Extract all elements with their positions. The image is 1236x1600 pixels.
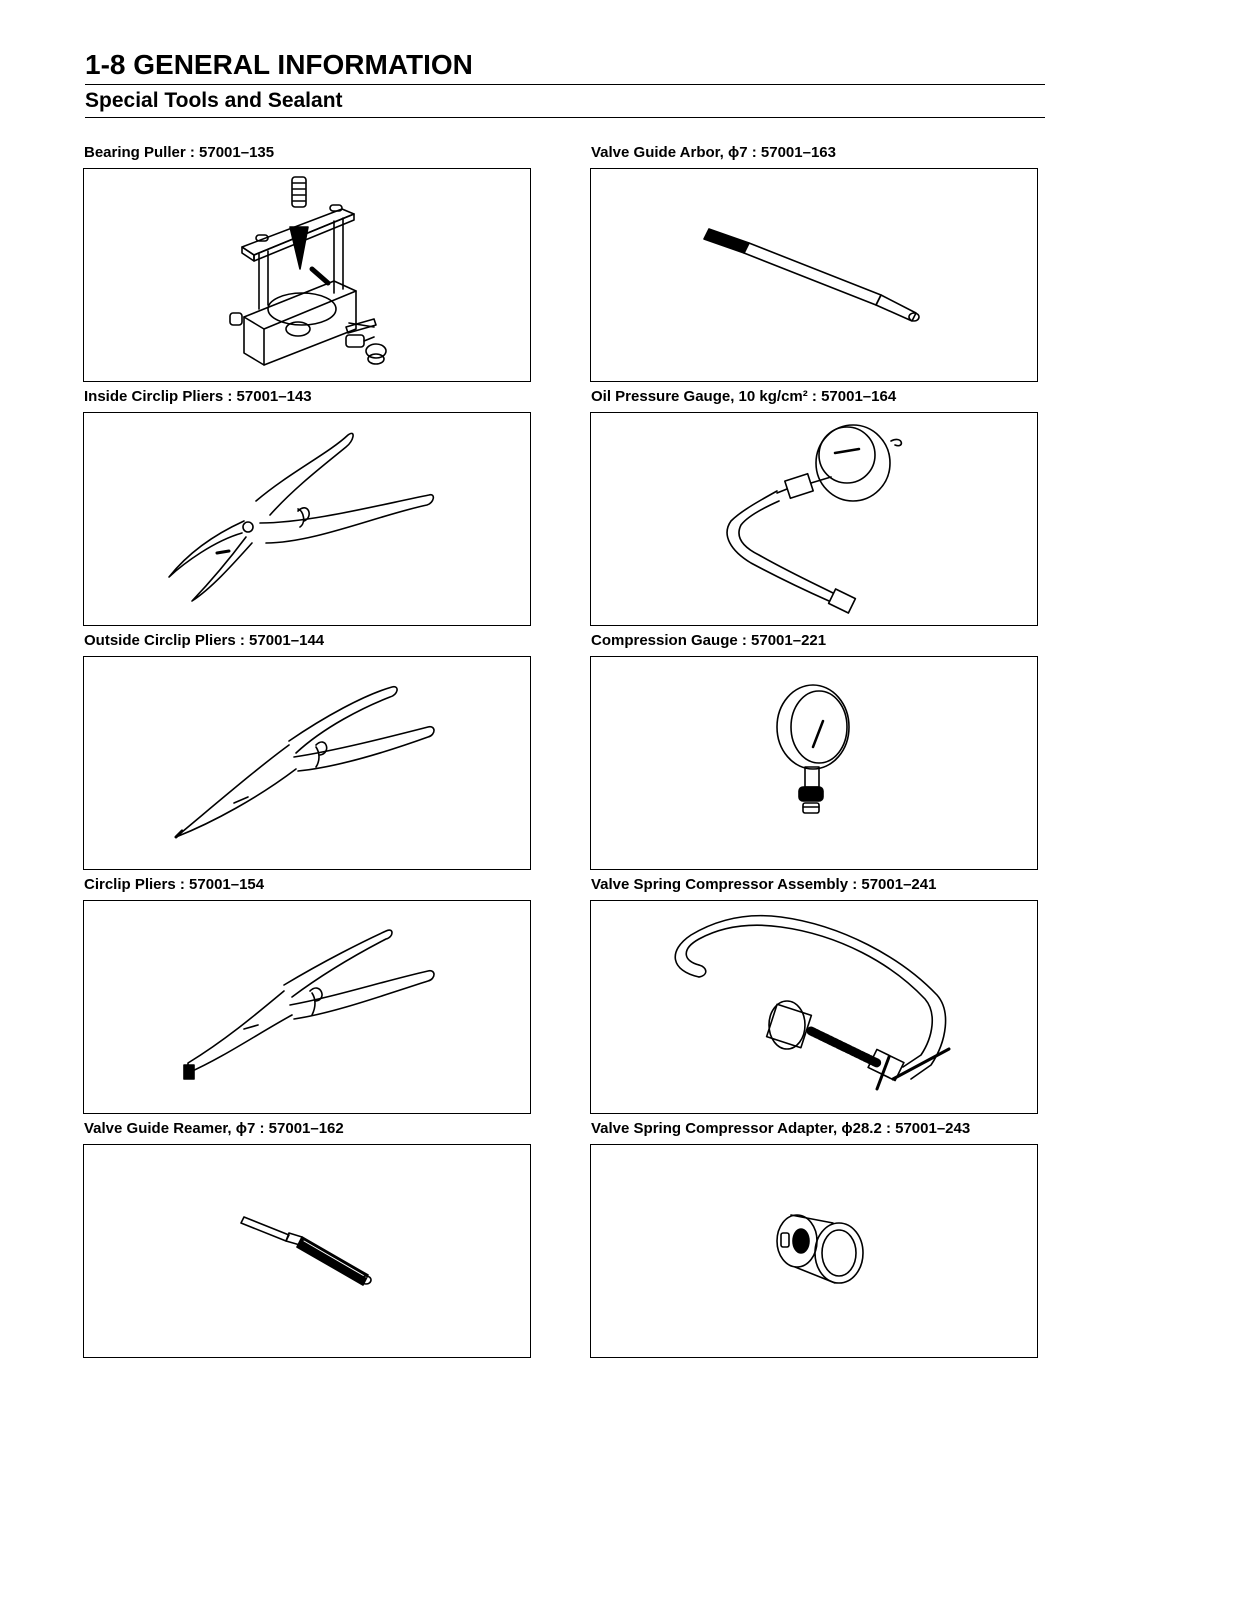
bearing-puller-icon [84, 169, 530, 381]
valve-guide-arbor-icon [591, 169, 1037, 381]
header-rule [85, 84, 1045, 85]
tool-illustration-frame [83, 168, 531, 382]
section-title: Special Tools and Sealant [85, 89, 343, 112]
tool-label: Oil Pressure Gauge, 10 kg/cm² : 57001–16… [591, 388, 897, 405]
tool-label: Valve Guide Reamer, ϕ7 : 57001–162 [84, 1120, 344, 1137]
valve-spring-compressor-adapter-icon [591, 1145, 1037, 1357]
tool-label: Bearing Puller : 57001–135 [84, 144, 275, 161]
tool-illustration-frame [83, 900, 531, 1114]
circlip-pliers-icon [84, 901, 530, 1113]
tool-label: Valve Spring Compressor Assembly : 57001… [591, 876, 937, 893]
compression-gauge-icon [591, 657, 1037, 869]
tool-illustration-frame [590, 1144, 1038, 1358]
tool-label: Inside Circlip Pliers : 57001–143 [84, 388, 312, 405]
tool-label: Circlip Pliers : 57001–154 [84, 876, 265, 893]
page-header: 1-8 GENERAL INFORMATION Special Tools an… [85, 48, 1045, 118]
tool-illustration-frame [83, 412, 531, 626]
valve-spring-compressor-icon [591, 901, 1037, 1113]
tool-illustration-frame [590, 656, 1038, 870]
section-rule [85, 117, 1045, 118]
page-title: 1-8 GENERAL INFORMATION [85, 49, 473, 80]
tool-label: Compression Gauge : 57001–221 [591, 632, 827, 649]
tool-illustration-frame [590, 412, 1038, 626]
tool-label: Valve Guide Arbor, ϕ7 : 57001–163 [591, 144, 836, 161]
tool-label: Valve Spring Compressor Adapter, ϕ28.2 :… [591, 1120, 971, 1137]
oil-pressure-gauge-icon [591, 413, 1037, 625]
tool-illustration-frame [590, 168, 1038, 382]
tool-illustration-frame [83, 1144, 531, 1358]
tool-illustration-frame [590, 900, 1038, 1114]
valve-guide-reamer-icon [84, 1145, 530, 1357]
inside-circlip-pliers-icon [84, 413, 530, 625]
tool-illustration-frame [83, 656, 531, 870]
outside-circlip-pliers-icon [84, 657, 530, 869]
tool-label: Outside Circlip Pliers : 57001–144 [84, 632, 325, 649]
